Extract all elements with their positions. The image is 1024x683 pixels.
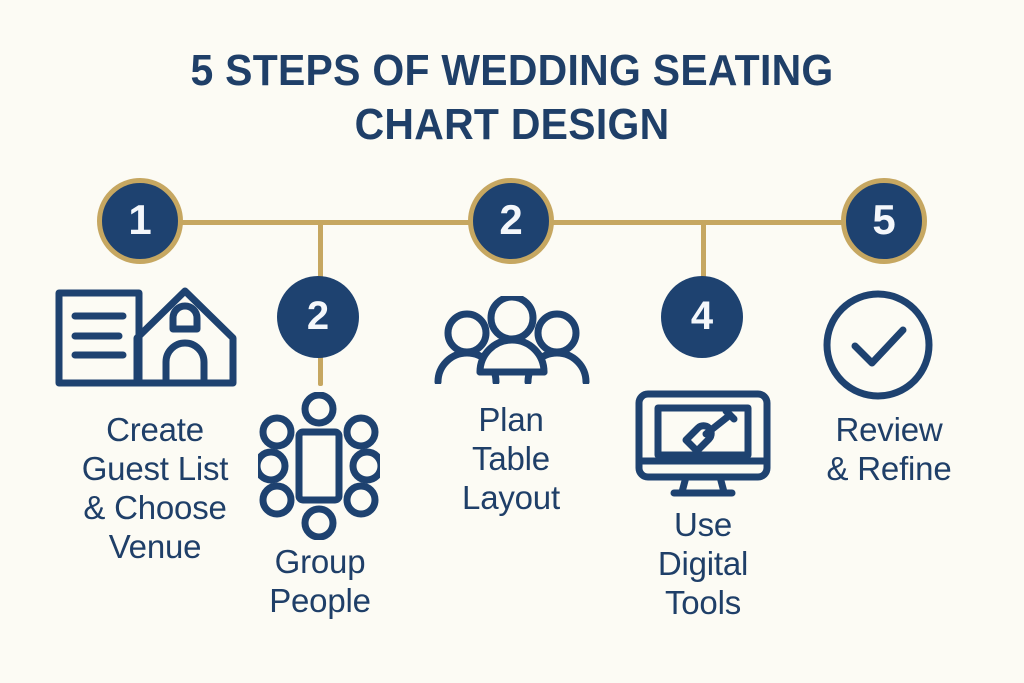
step-label-3: Plan Table Layout — [462, 401, 560, 516]
round-table-seating-icon — [258, 392, 380, 540]
monitor-paintbrush-icon — [634, 389, 772, 499]
step-node-2-number: 2 — [306, 294, 330, 338]
title-line-1: 5 STEPS OF WEDDING SEATING — [190, 46, 834, 95]
step-node-3-number: 2 — [499, 196, 523, 243]
step-label-4: Use Digital Tools — [657, 506, 749, 621]
document-and-venue-icon — [53, 283, 245, 388]
step-node-3[interactable]: 2 — [468, 178, 554, 264]
step-node-4[interactable]: 4 — [661, 276, 743, 358]
step-node-2[interactable]: 2 — [277, 276, 359, 358]
check-circle-icon — [821, 288, 935, 402]
step-node-5-number: 5 — [872, 196, 896, 243]
page-title: 5 STEPS OF WEDDING SEATING CHART DESIGN — [36, 44, 988, 152]
step-label-1: Create Guest List & Choose Venue — [81, 411, 229, 565]
people-group-icon — [434, 296, 590, 384]
step-node-4-number: 4 — [690, 294, 714, 338]
connector-horizontal-right — [549, 220, 843, 225]
connector-vertical-step4 — [701, 220, 706, 278]
connector-horizontal-left — [178, 220, 473, 225]
title-line-2: CHART DESIGN — [354, 100, 670, 149]
step-label-5: Review & Refine — [826, 411, 952, 487]
step-node-1-number: 1 — [128, 196, 152, 243]
step-node-1[interactable]: 1 — [97, 178, 183, 264]
step-label-2: Group People — [269, 543, 371, 619]
step-node-5[interactable]: 5 — [841, 178, 927, 264]
